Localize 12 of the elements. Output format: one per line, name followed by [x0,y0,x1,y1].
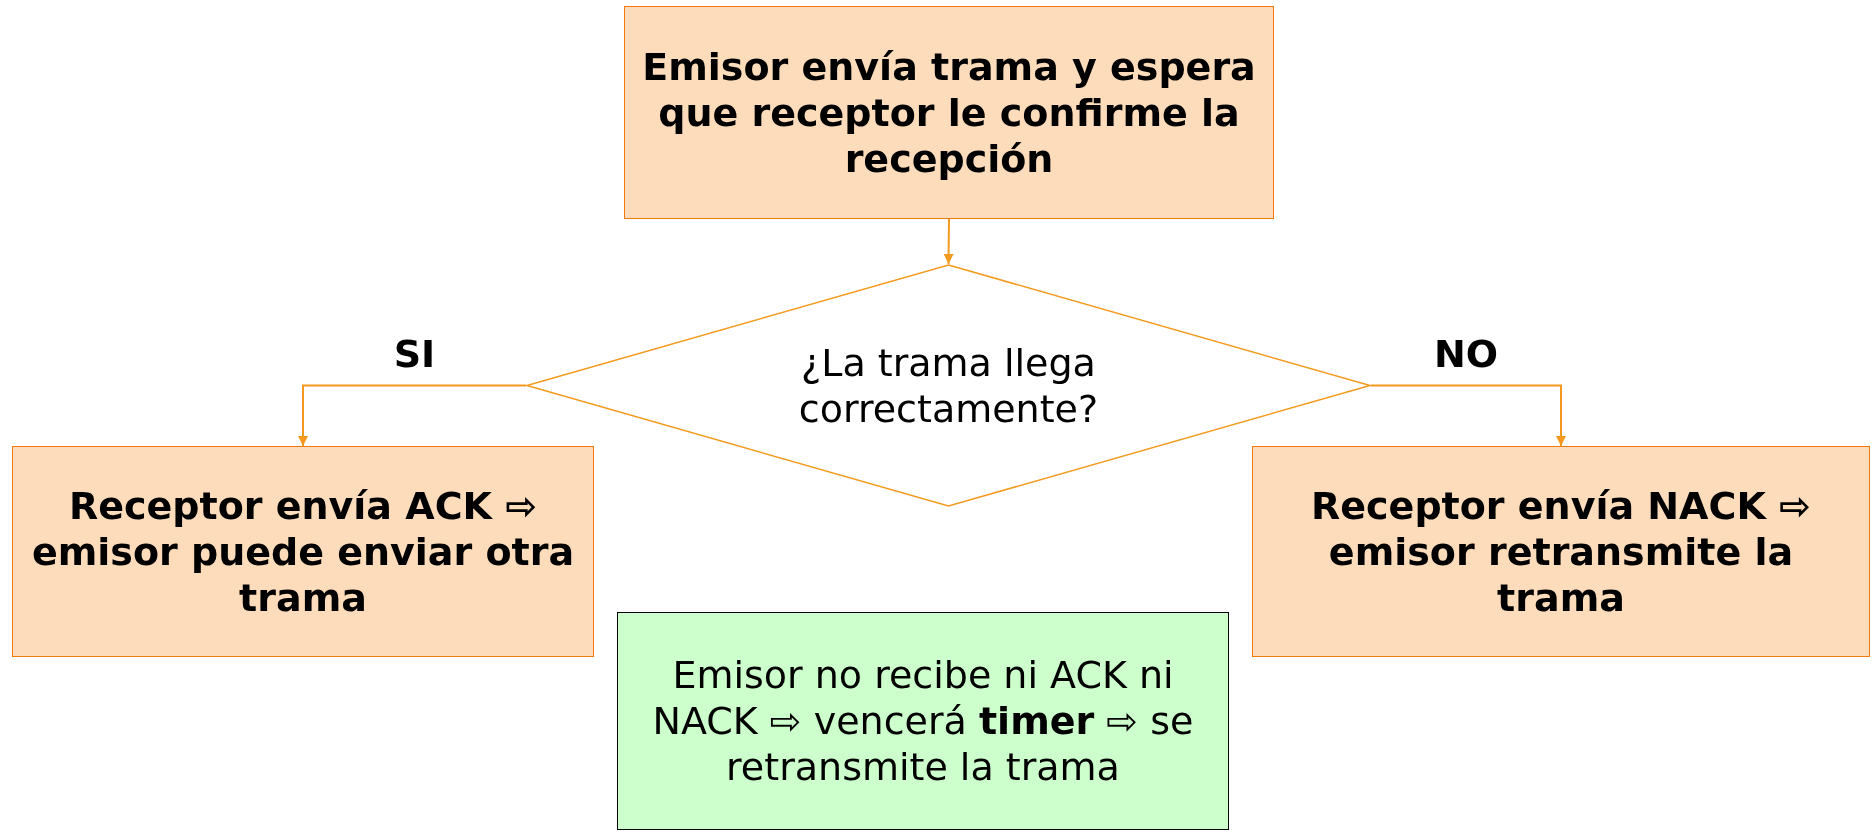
arrow [943,218,954,265]
arrow [1370,384,1566,447]
note-box [617,612,1229,830]
node-text: Receptor envía NACK ⇨ emisor retransmite la trama [1310,482,1812,621]
process-box [1252,446,1870,657]
node-text: Receptor envía ACK ⇨ emisor puede enviar otra trama [30,482,576,621]
process-box [624,6,1274,219]
process-box [12,446,594,657]
arrow [298,384,527,447]
decision-text: ¿La trama llega correctamente? [797,339,1100,432]
node-text: Emisor envía trama y espera que receptor le confirme la recepción [641,43,1257,182]
node-text: Emisor no recibe ni ACK ni NACK ⇨ vencerá timer ⇨ se retransmite la trama [651,652,1195,790]
